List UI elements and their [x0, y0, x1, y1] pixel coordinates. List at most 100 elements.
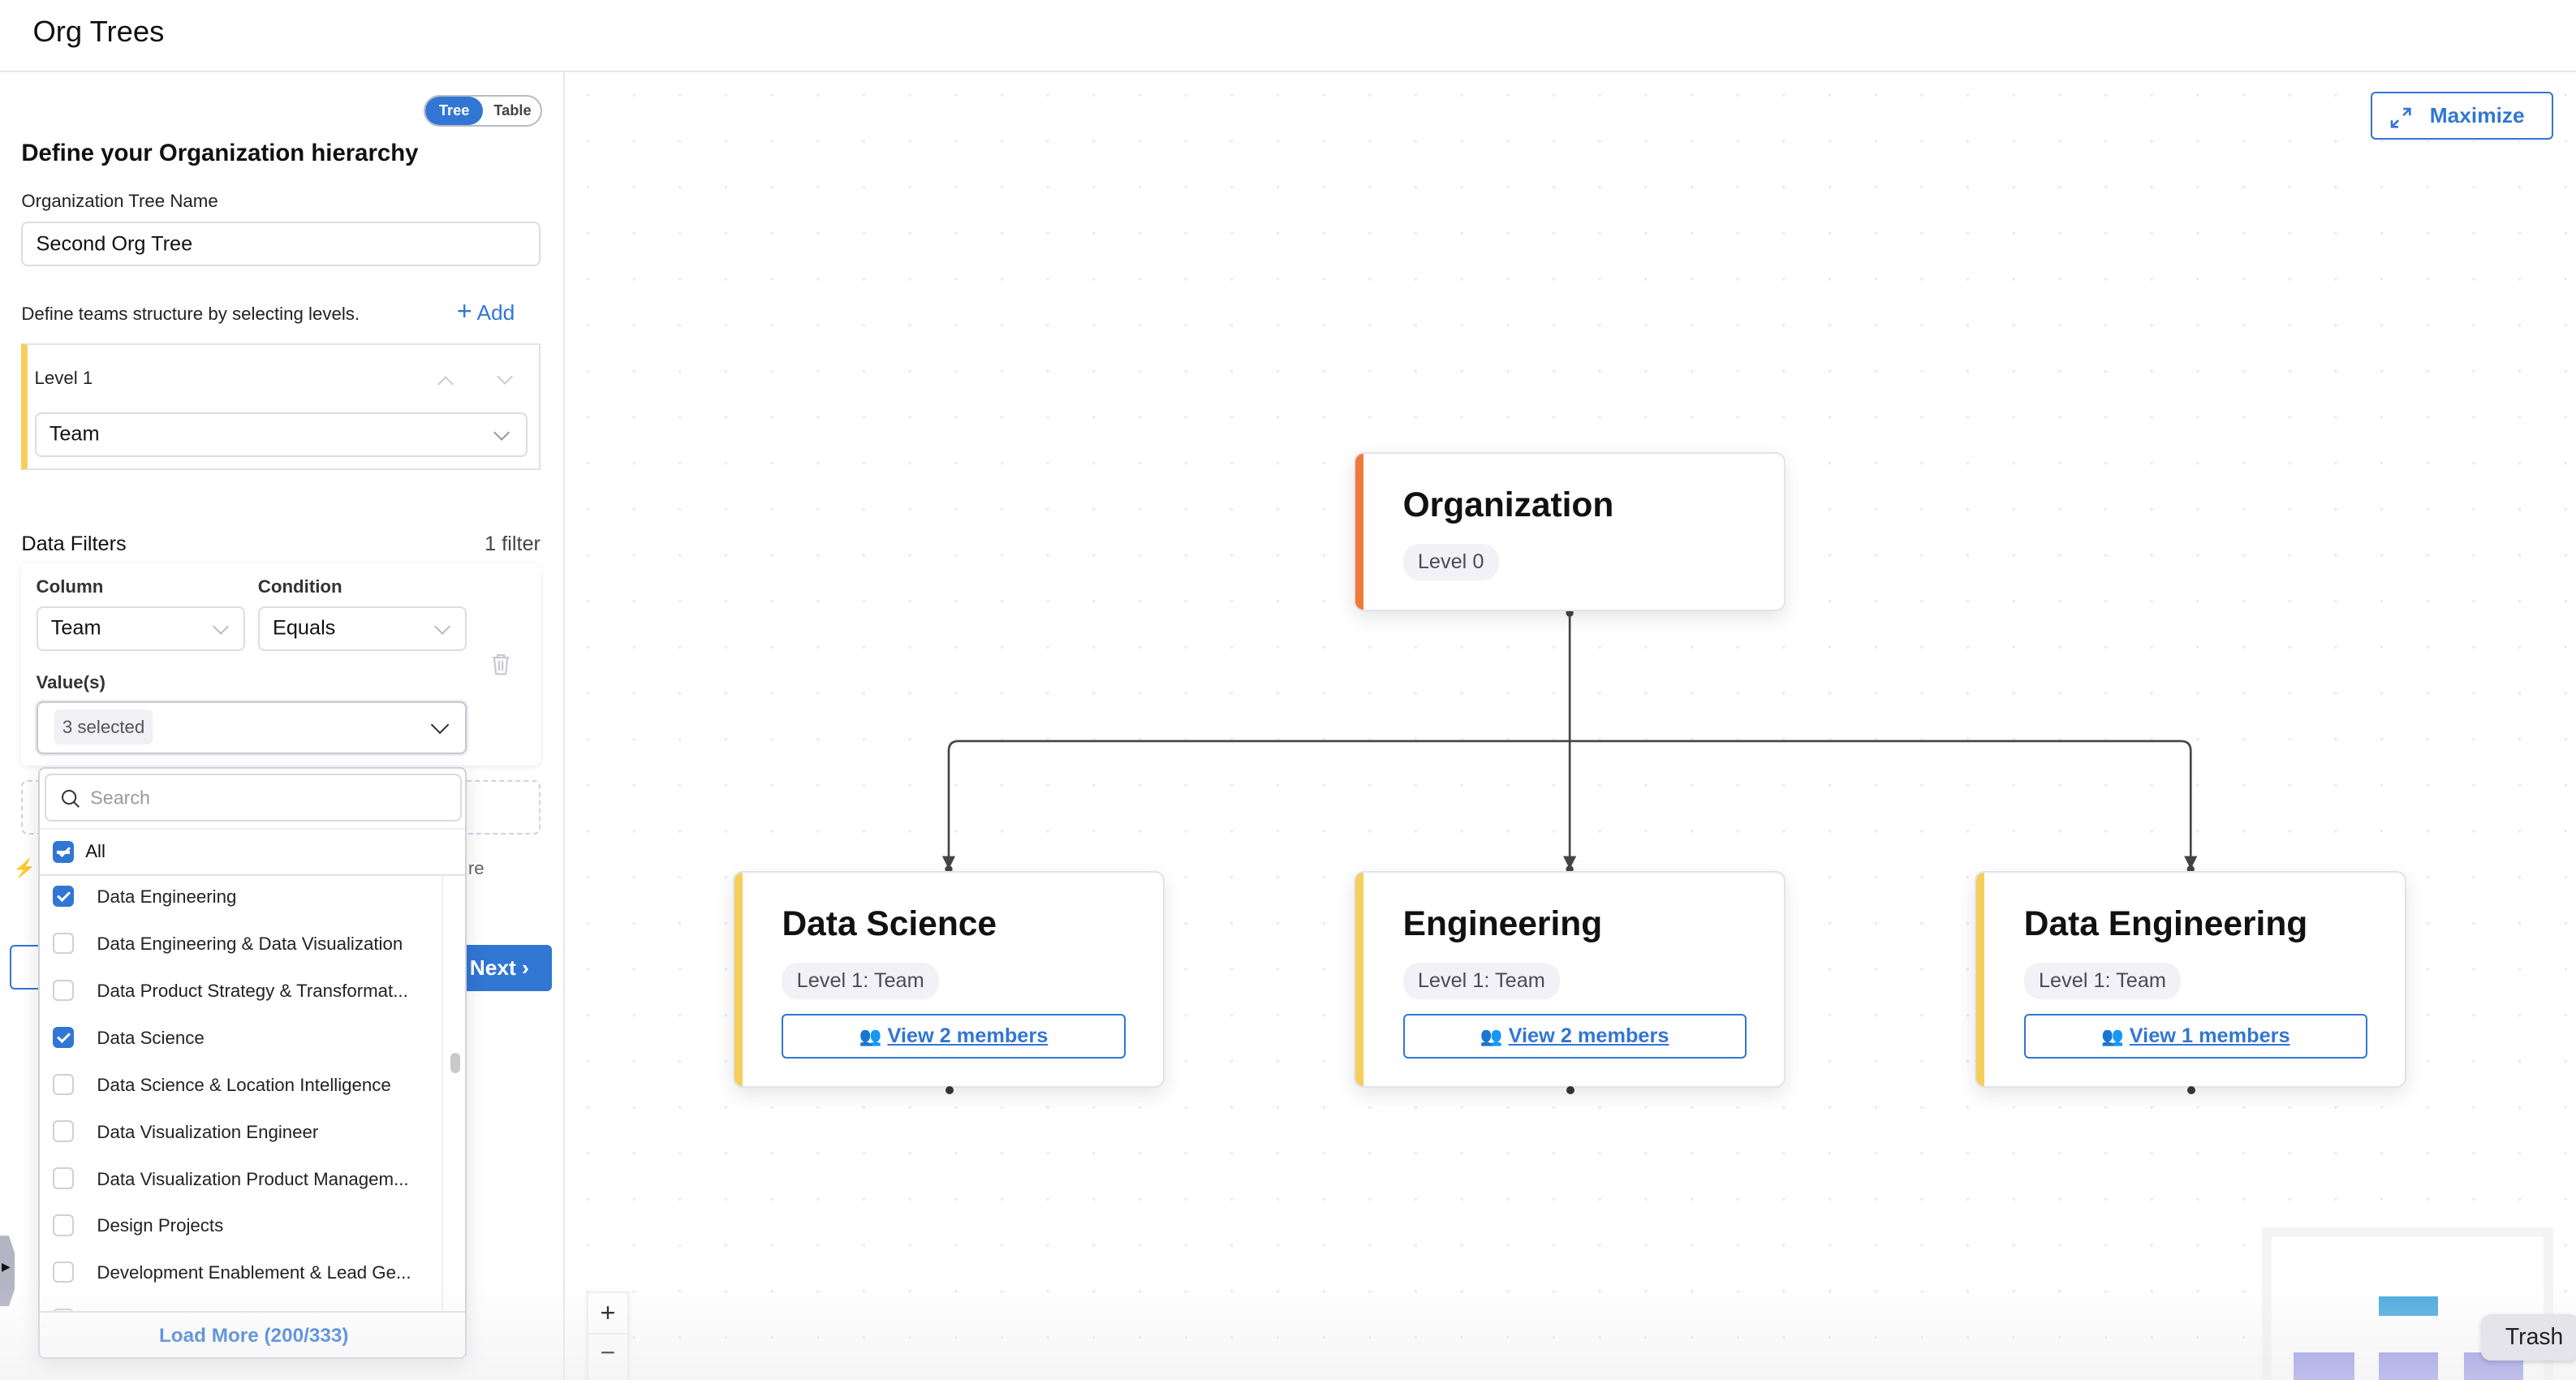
zoom-controls: + −	[586, 1292, 630, 1380]
filters-count: 1 filter	[485, 532, 541, 555]
add-level-button[interactable]: + Add	[457, 298, 515, 326]
app-header: Org Trees	[0, 0, 2576, 73]
expand-icon	[2390, 107, 2411, 128]
page-title: Org Trees	[32, 15, 165, 49]
node-organization[interactable]: Organization Level 0	[1353, 451, 1786, 611]
selected-count-chip: 3 selected	[54, 709, 153, 744]
dropdown-option[interactable]: Data Engineering & Data Visualization	[40, 921, 442, 968]
tree-canvas[interactable]	[565, 72, 2576, 1380]
node-accent	[1976, 872, 1985, 1086]
option-checkbox[interactable]	[52, 886, 75, 908]
option-checkbox[interactable]	[52, 979, 75, 1002]
option-checkbox[interactable]	[52, 1026, 75, 1048]
filters-title: Data Filters	[21, 532, 127, 555]
node-title: Data Science	[782, 905, 997, 944]
dropdown-search-input[interactable]: Search	[44, 774, 462, 822]
option-checkbox[interactable]	[52, 1214, 75, 1236]
node-title: Engineering	[1402, 905, 1603, 944]
maximize-label: Maximize	[2429, 103, 2525, 128]
load-more-button[interactable]: Load More (200/333)	[39, 1311, 465, 1358]
option-checkbox[interactable]	[52, 1073, 75, 1095]
maximize-button[interactable]: Maximize	[2370, 92, 2553, 140]
level-card	[21, 343, 541, 470]
option-label: Data Visualization Engineer	[97, 1121, 319, 1142]
option-label: Data Visualization Product Managem...	[97, 1168, 409, 1189]
zoom-in-button[interactable]: +	[588, 1293, 628, 1335]
level-badge: Level 0	[1402, 543, 1499, 581]
minimap-root-node	[2378, 1296, 2438, 1317]
node-accent	[1355, 453, 1364, 610]
option-checkbox[interactable]	[52, 1261, 75, 1283]
option-label: Data Engineering & Data Visualization	[97, 934, 403, 955]
condition-value: Equals	[272, 616, 336, 640]
node-title: Organization	[1402, 486, 1614, 525]
dropdown-option[interactable]: Data Visualization Product Managem...	[40, 1156, 442, 1202]
dropdown-option[interactable]: Data Product Strategy & Transformat...	[40, 968, 442, 1015]
search-icon	[61, 789, 80, 808]
tree-name-input[interactable]: Second Org Tree	[21, 222, 541, 266]
level-badge: Level 1: Team	[2023, 963, 2182, 1000]
chevron-down-icon	[434, 619, 451, 636]
tree-name-value: Second Org Tree	[36, 232, 193, 256]
all-label: All	[85, 841, 106, 862]
column-select[interactable]: Team	[36, 606, 245, 651]
condition-select[interactable]: Equals	[257, 606, 467, 651]
play-icon: ▶	[2, 1260, 11, 1274]
search-placeholder: Search	[90, 787, 150, 809]
option-label: Design Projects	[97, 1215, 224, 1236]
view-members-label: View 2 members	[887, 1024, 1049, 1047]
level-value: Team	[49, 422, 100, 446]
tab-table[interactable]: Table	[493, 102, 532, 119]
scrollbar-track[interactable]	[442, 873, 444, 1312]
minimap-child-node	[2378, 1352, 2438, 1380]
column-value: Team	[50, 616, 101, 640]
view-toggle[interactable]: Tree Table	[424, 95, 542, 127]
zoom-out-button[interactable]: −	[600, 1337, 616, 1367]
dropdown-option[interactable]: Data Science	[40, 1016, 442, 1062]
chevron-down-icon	[213, 619, 230, 636]
values-multiselect[interactable]: 3 selected	[36, 701, 467, 755]
handle-dot	[945, 1085, 954, 1095]
option-checkbox[interactable]	[52, 932, 75, 955]
level-select[interactable]: Team	[34, 412, 528, 457]
handle-dot	[1566, 1085, 1575, 1095]
column-label: Column	[36, 576, 104, 597]
lightning-icon: ⚡	[13, 857, 36, 878]
users-icon: 👥	[1480, 1025, 1503, 1046]
view-members-button[interactable]: 👥 View 1 members	[2023, 1013, 2367, 1059]
option-label: Development Enablement & Lead Ge...	[97, 1262, 411, 1283]
node-accent	[1355, 872, 1364, 1086]
option-label: Data Product Strategy & Transformat...	[97, 980, 408, 1001]
option-checkbox[interactable]	[52, 1167, 75, 1189]
minimap-child-node	[2293, 1352, 2354, 1380]
option-label: Data Engineering	[97, 886, 237, 908]
option-label: Data Science	[97, 1027, 205, 1048]
option-checkbox[interactable]	[52, 1120, 75, 1142]
select-all-row[interactable]: All	[39, 828, 465, 876]
scrollbar-thumb[interactable]	[450, 1053, 460, 1073]
dropdown-option[interactable]: Data Visualization Engineer	[40, 1109, 442, 1155]
chevron-down-icon	[493, 425, 510, 442]
view-members-button[interactable]: 👥 View 2 members	[782, 1013, 1126, 1059]
values-label: Value(s)	[36, 671, 106, 692]
users-icon: 👥	[859, 1025, 882, 1046]
level-label: Level 1	[34, 368, 93, 389]
view-members-button[interactable]: 👥 View 2 members	[1402, 1013, 1747, 1059]
tree-name-label: Organization Tree Name	[21, 190, 218, 211]
dropdown-option[interactable]: Development Enablement & Lead Ge...	[40, 1250, 442, 1296]
users-icon: 👥	[2101, 1025, 2124, 1046]
levels-hint: Define teams structure by selecting leve…	[21, 304, 360, 325]
tab-tree[interactable]: Tree	[425, 97, 484, 125]
dropdown-option[interactable]: Data Science & Location Intelligence	[40, 1062, 442, 1108]
dropdown-option[interactable]: Design Projects	[40, 1203, 442, 1249]
plus-icon: +	[456, 296, 472, 326]
add-label: Add	[476, 300, 515, 326]
dropdown-option[interactable]: Data Engineering	[40, 874, 442, 921]
condition-label: Condition	[257, 576, 342, 597]
minus-icon	[56, 851, 70, 854]
trash-icon[interactable]	[491, 653, 510, 675]
